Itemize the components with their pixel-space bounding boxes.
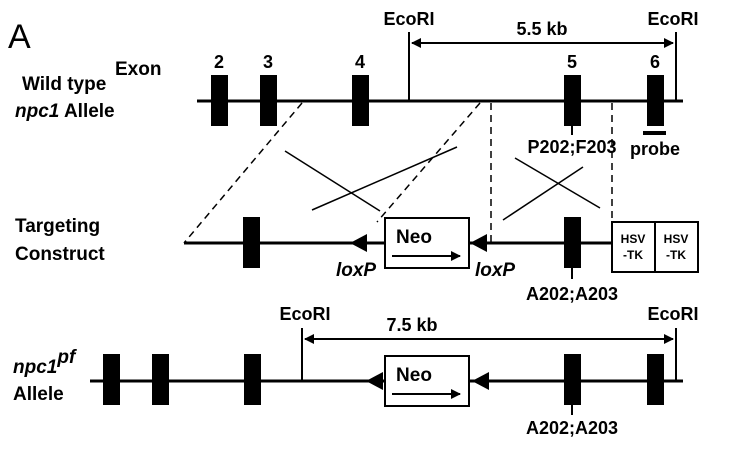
mutant-exon-4 [244, 354, 261, 405]
wildtype-label-line1: Wild type [22, 74, 106, 95]
homology-dashed-left-inner [376, 102, 481, 223]
mutant-label-line2: Allele [13, 384, 64, 405]
loxp-left-label: loxP [336, 260, 376, 281]
homology-dashed-left-outer [183, 102, 303, 244]
wildtype-ecori-right-label: EcoRI [647, 9, 698, 29]
construct-neo-label: Neo [396, 227, 432, 248]
hsv-tk-1-line2: -TK [623, 248, 643, 262]
exon-number-6: 6 [650, 52, 660, 72]
construct-exon-4 [243, 217, 260, 268]
loxp-right-label: loxP [475, 260, 515, 281]
hsv-tk-1-line1: HSV [621, 232, 646, 246]
mutant-ecori-right-label: EcoRI [647, 304, 698, 324]
loxp-right-triangle [470, 234, 487, 252]
hsv-tk-2-line1: HSV [664, 232, 689, 246]
wildtype-fragment-size: 5.5 kb [516, 19, 567, 39]
wildtype-allele-word: Allele [64, 101, 115, 122]
construct-exon-5 [564, 217, 581, 268]
exon-number-2: 2 [214, 52, 224, 72]
loxp-left-triangle [350, 234, 367, 252]
wildtype-exon-6 [647, 75, 664, 126]
mutant-loxp-right-triangle [472, 372, 489, 390]
exon-number-4: 4 [355, 52, 365, 72]
wildtype-exon-5 [564, 75, 581, 126]
wildtype-label-line2: npc1 Allele [15, 101, 115, 122]
mutant-label-line1: npc1pf [13, 347, 77, 379]
wildtype-gene-name: npc1 [15, 101, 59, 122]
mutant-mutation-label: A202;A203 [526, 418, 618, 438]
construct-mutation-label: A202;A203 [526, 284, 618, 304]
mutant-gene-superscript: pf [56, 347, 77, 368]
wildtype-exon-4 [352, 75, 369, 126]
wildtype-mutation-label: P202;F203 [527, 137, 616, 157]
construct-label-line1: Targeting [15, 216, 100, 237]
mutant-exon-6 [647, 354, 664, 405]
hsv-tk-2-line2: -TK [666, 248, 686, 262]
mutant-ecori-left-label: EcoRI [279, 304, 330, 324]
wildtype-exon-2 [211, 75, 228, 126]
mutant-fragment-size: 7.5 kb [386, 315, 437, 335]
crossover-right-b [502, 166, 584, 221]
mutant-neo-label: Neo [396, 365, 432, 386]
mutant-exon-3 [152, 354, 169, 405]
construct-label-line2: Construct [15, 244, 105, 265]
mutant-gene-name: npc1 [13, 357, 57, 378]
crossover-left-b [311, 146, 458, 211]
crossover-left-a [284, 150, 381, 212]
wildtype-exon-3 [260, 75, 277, 126]
panel-letter: A [8, 18, 31, 56]
mutant-exon-2 [103, 354, 120, 405]
mutant-exon-5 [564, 354, 581, 405]
mutant-loxp-left-triangle [366, 372, 383, 390]
probe-label: probe [630, 139, 680, 159]
exon-number-3: 3 [263, 52, 273, 72]
exon-heading: Exon [115, 59, 161, 80]
wildtype-ecori-left-label: EcoRI [383, 9, 434, 29]
exon-number-5: 5 [567, 52, 577, 72]
